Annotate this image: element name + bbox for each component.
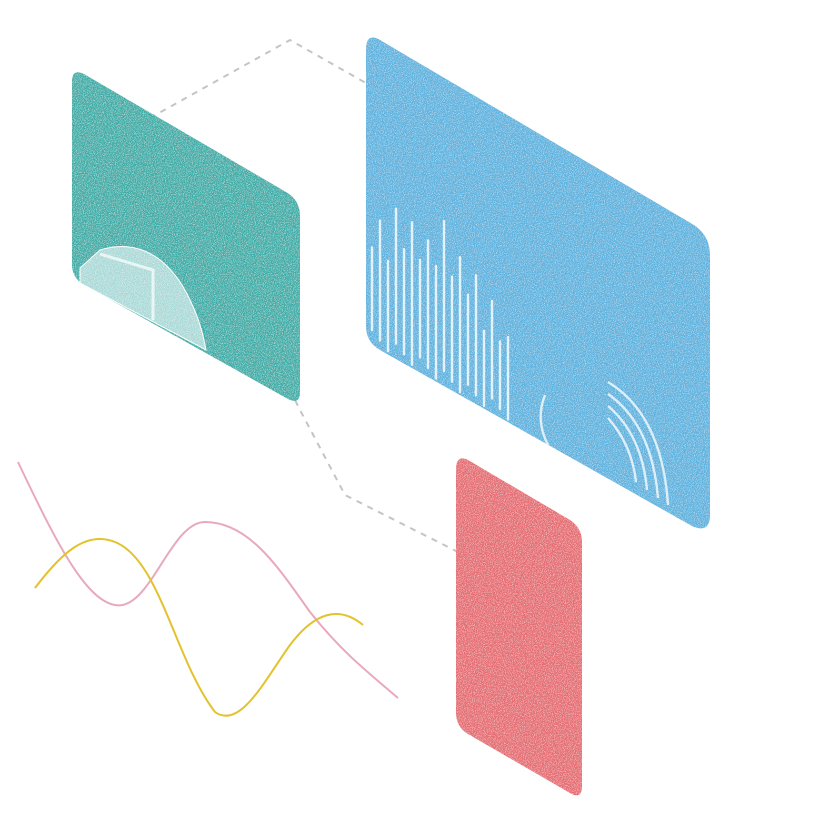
blue-panel [366,37,710,529]
yellow-wave-line [34,537,364,717]
pink-wave-line [17,461,399,699]
concentric-arcs-icon [539,380,670,506]
dashed-connector-line [149,38,461,554]
pie-chart-icon [79,246,207,351]
red-panel [456,458,582,796]
bar-chart-icon [370,207,510,421]
teal-panel [72,72,300,401]
